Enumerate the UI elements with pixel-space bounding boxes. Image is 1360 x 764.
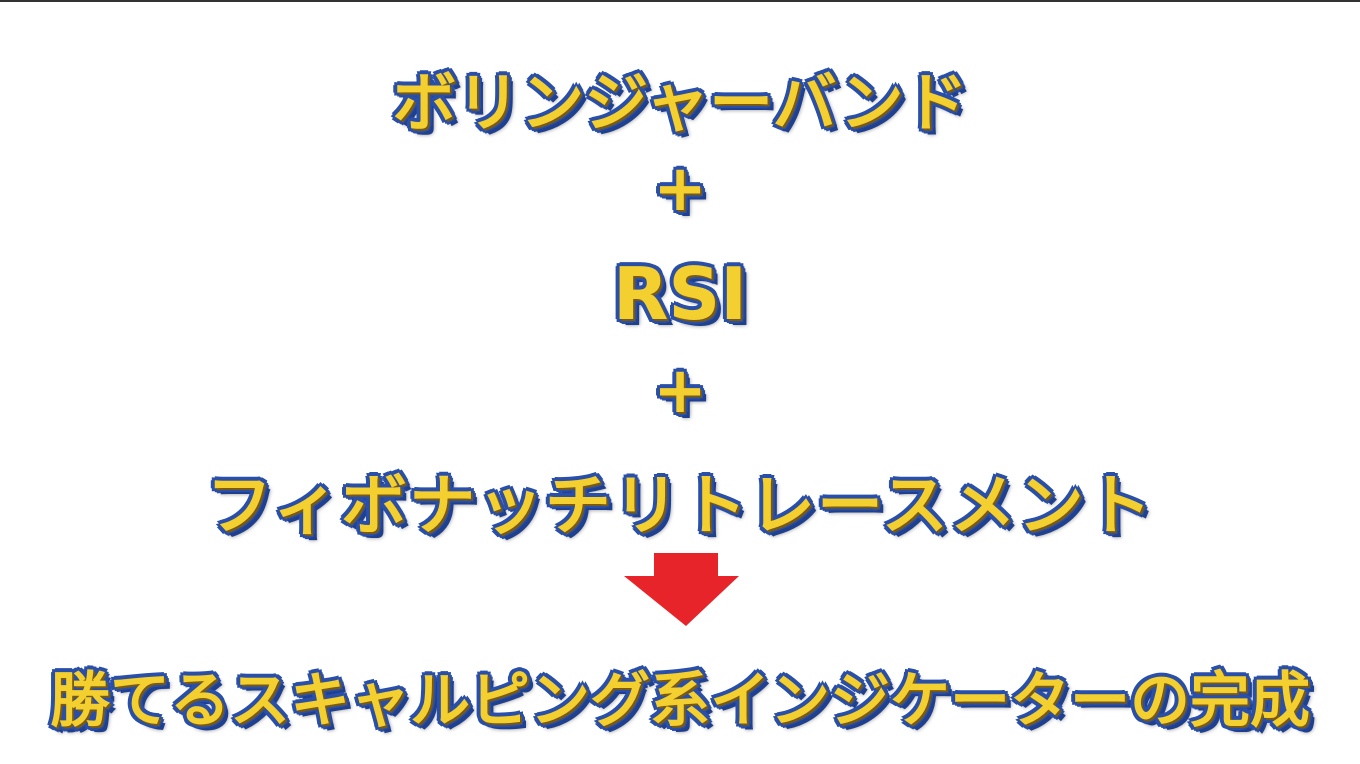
result-text: 勝てるスキャルピング系インジケーターの完成 [50,666,1310,736]
title-bollinger-band: ボリンジャーバンド [392,67,968,141]
arrow-down-icon [624,553,739,626]
plus-sign-1: + [653,152,707,226]
title-rsi: RSI [612,252,748,336]
title-fibonacci-retracement: フィボナッチリトレースメント [206,467,1154,544]
plus-sign-2: + [653,354,707,428]
